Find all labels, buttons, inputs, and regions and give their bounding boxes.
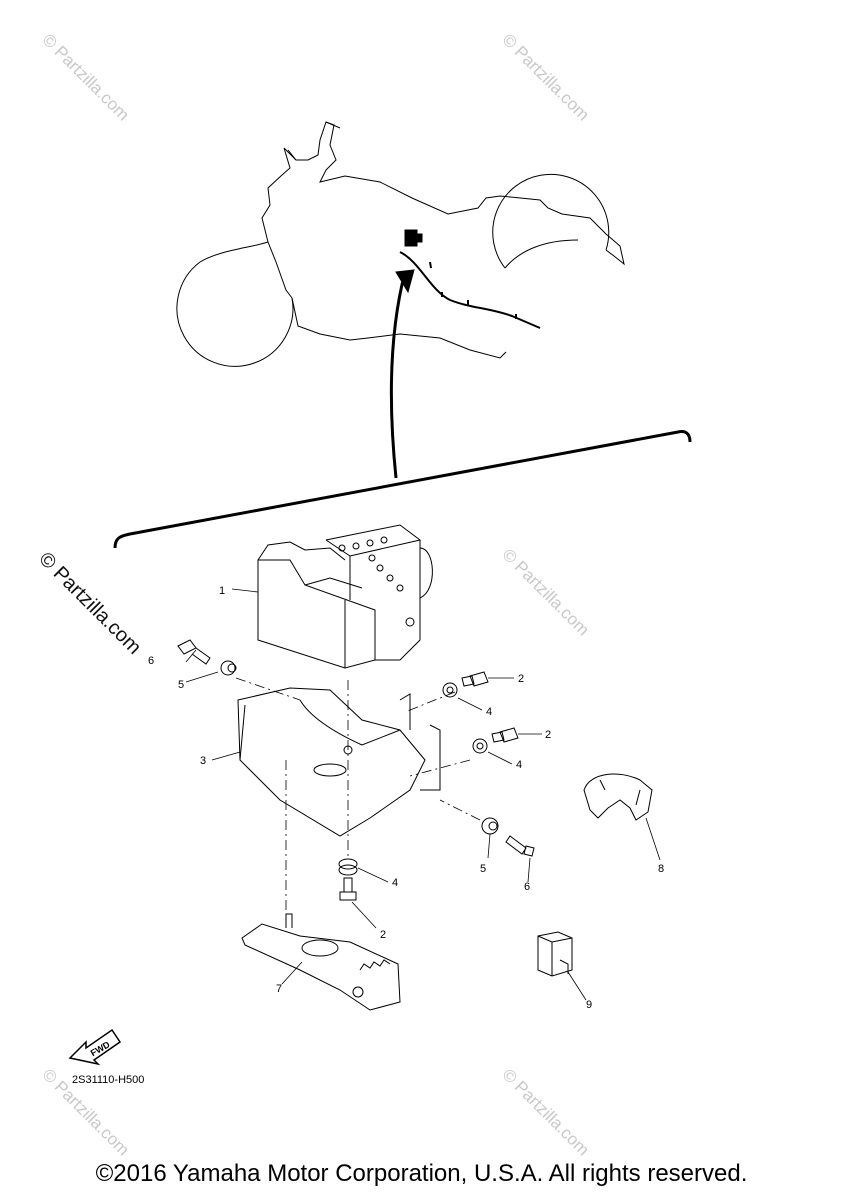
hydraulic-unit-part-1: [257, 524, 433, 669]
callout-8: 8: [658, 863, 664, 875]
callout-7: 7: [276, 983, 282, 995]
callout-6: 6: [524, 881, 530, 893]
abs-location-marker: [404, 229, 418, 247]
motorcycle-silhouette: [176, 121, 625, 367]
bolt-part-6b: [505, 835, 535, 857]
bolt-part-2c: [339, 877, 357, 901]
copyright-notice: ©2016 Yamaha Motor Corporation, U.S.A. A…: [95, 1160, 748, 1187]
callout-4: 4: [486, 706, 492, 718]
leader-lines: [185, 588, 661, 1001]
location-pointer-arrow: [389, 271, 407, 479]
clamp-part-8: [583, 773, 653, 821]
collar-part-5: [220, 660, 237, 676]
collar-part-5b: [481, 817, 499, 835]
callout-2: 2: [380, 929, 386, 941]
fwd-arrow-icon: [68, 1028, 122, 1066]
callout-3: 3: [200, 755, 206, 767]
diagram-code: 2S31110-H500: [72, 1074, 145, 1086]
callout-9: 9: [586, 999, 592, 1011]
callout-5: 5: [480, 863, 486, 875]
callout-5: 5: [178, 679, 184, 691]
callout-1: 1: [219, 585, 225, 597]
callout-4: 4: [516, 759, 522, 771]
callout-4: 4: [392, 877, 398, 889]
bolt-part-6: [177, 639, 211, 665]
lower-bracket-part-7: [241, 913, 401, 1011]
washer-part-4c: [338, 858, 358, 876]
bracket-part-3: [237, 687, 441, 837]
connector-part-9: [537, 931, 573, 977]
callout-2: 2: [545, 729, 551, 741]
callout-2: 2: [518, 673, 524, 685]
bolt-part-2b: [472, 727, 519, 754]
bolt-part-2a: [442, 671, 489, 698]
assembly-lines: [235, 677, 481, 916]
callout-6: 6: [148, 655, 154, 667]
detail-bracket: [113, 430, 692, 549]
